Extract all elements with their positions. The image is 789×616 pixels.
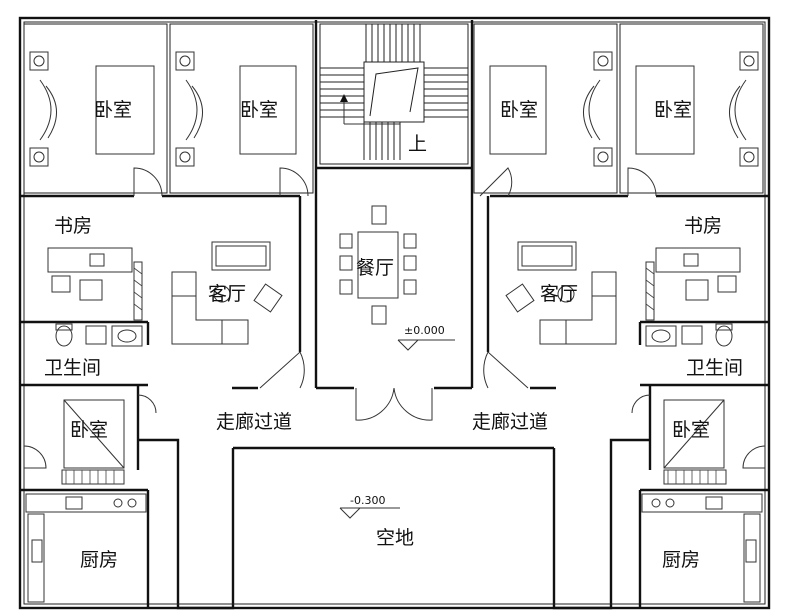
dining-furniture [339, 205, 417, 325]
room-label-bedroom-2: 卧室 [240, 99, 278, 121]
room-label-study-left: 书房 [54, 215, 92, 237]
level-label-floor: ±0.000 [404, 324, 445, 337]
bed-furniture [29, 51, 759, 167]
small-bedroom-furniture [61, 399, 727, 485]
room-label-living-right: 客厅 [540, 283, 578, 305]
kitchen-fixtures [25, 493, 763, 603]
room-label-bedroom-small-left: 卧室 [70, 419, 108, 441]
level-label-yard: -0.300 [350, 494, 385, 507]
room-label-bath-right: 卫生间 [686, 357, 743, 379]
room-label-corridor-right: 走廊过道 [472, 411, 548, 433]
room-label-study-right: 书房 [684, 215, 722, 237]
room-label-kitchen-left: 厨房 [80, 549, 118, 571]
room-label-bedroom-small-right: 卧室 [672, 419, 710, 441]
room-label-corridor-left: 走廊过道 [216, 411, 292, 433]
doors [23, 167, 766, 469]
room-label-bedroom-1: 卧室 [94, 99, 132, 121]
room-label-bath-left: 卫生间 [44, 357, 101, 379]
study-furniture [47, 247, 741, 321]
staircase [319, 23, 469, 165]
outer-walls [18, 16, 771, 610]
interior-walls [20, 20, 769, 608]
level-marker-yard [339, 507, 400, 519]
room-label-bedroom-3: 卧室 [500, 99, 538, 121]
room-label-dining: 餐厅 [356, 257, 394, 279]
label-open-space: 空地 [376, 527, 414, 549]
living-furniture [171, 241, 617, 345]
room-label-bedroom-4: 卧室 [654, 99, 692, 121]
bathroom-fixtures [55, 323, 733, 347]
room-label-kitchen-right: 厨房 [662, 549, 700, 571]
label-stairs-up: 上 [408, 133, 427, 155]
room-label-living-left: 客厅 [208, 283, 246, 305]
level-marker-floor [397, 339, 455, 351]
